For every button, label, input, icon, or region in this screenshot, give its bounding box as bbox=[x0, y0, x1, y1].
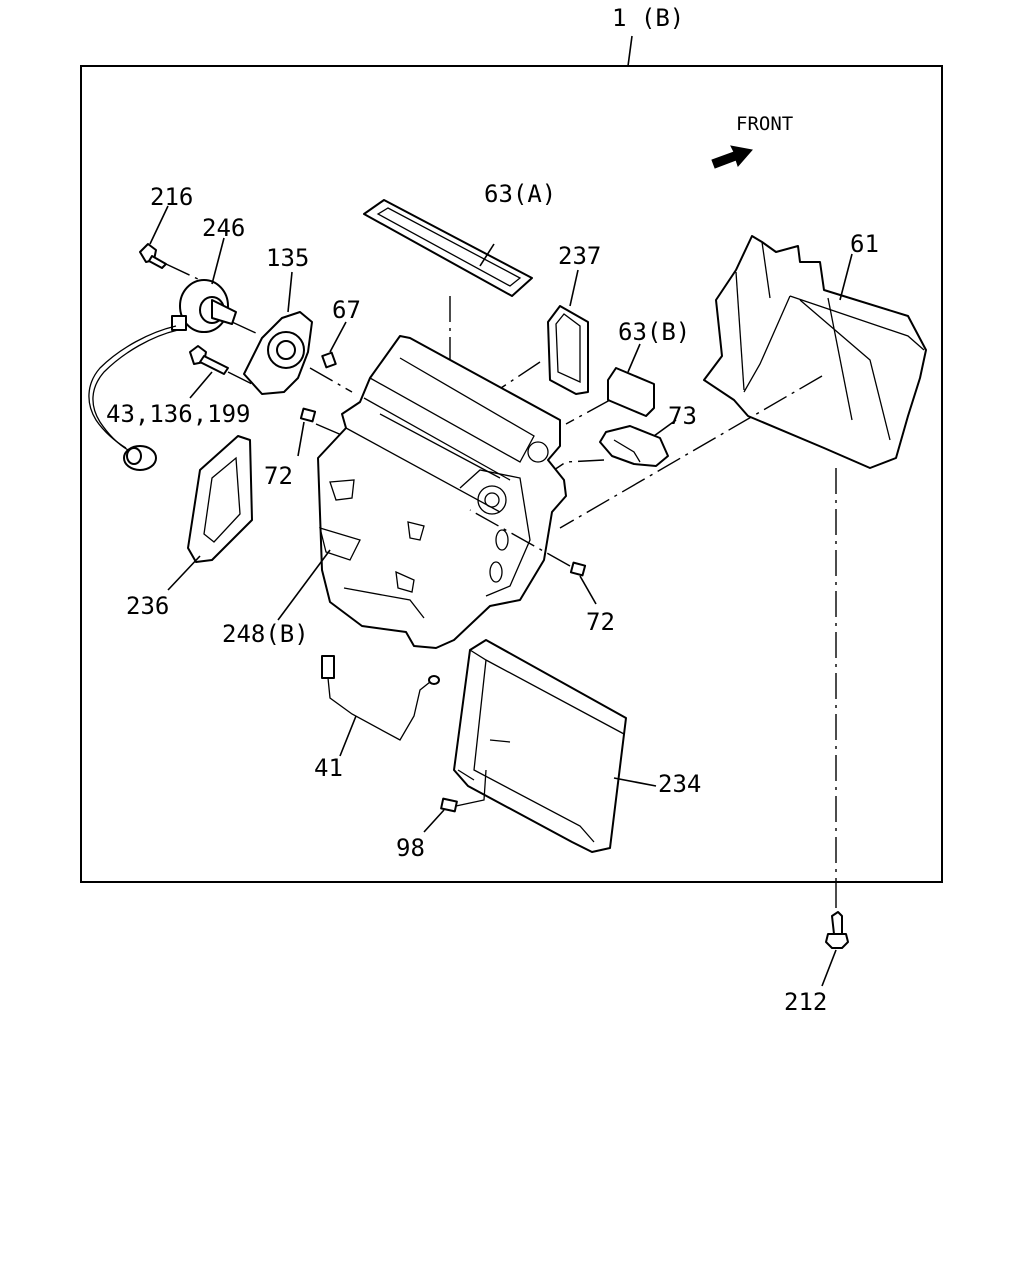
callout-41: 41 bbox=[314, 754, 343, 782]
leader-216 bbox=[149, 205, 169, 245]
case-61-icon bbox=[703, 235, 927, 469]
callout-63a: 63(A) bbox=[484, 180, 556, 208]
callout-246: 246 bbox=[202, 214, 245, 242]
blower-housing-135-icon bbox=[243, 311, 313, 395]
callout-237: 237 bbox=[558, 242, 601, 270]
callout-43-136-199: 43,136,199 bbox=[106, 400, 251, 428]
leader-234 bbox=[613, 777, 657, 787]
callout-212: 212 bbox=[784, 988, 827, 1016]
front-arrow-icon bbox=[711, 145, 753, 169]
gasket-63a-icon bbox=[363, 199, 533, 297]
leader-43 bbox=[189, 371, 213, 399]
screw-216-icon bbox=[139, 243, 167, 269]
leader-72-lower bbox=[579, 575, 597, 605]
callout-248b: 248(B) bbox=[222, 620, 309, 648]
sensor-clip-98-icon bbox=[440, 797, 458, 813]
leader-212 bbox=[821, 949, 837, 987]
evaporator-core-234-icon bbox=[453, 639, 627, 853]
wire-connector-icon bbox=[123, 445, 157, 471]
callout-61: 61 bbox=[850, 230, 879, 258]
leader-63a bbox=[479, 243, 495, 267]
leader-236 bbox=[167, 555, 201, 591]
callout-216: 216 bbox=[150, 183, 193, 211]
clip-72-upper-icon bbox=[299, 407, 317, 423]
callout-135: 135 bbox=[266, 244, 309, 272]
callout-236: 236 bbox=[126, 592, 169, 620]
clip-72-lower-icon bbox=[569, 561, 587, 577]
leader-246 bbox=[211, 237, 225, 285]
motor-wire-harness bbox=[88, 325, 177, 449]
heater-unit-body-icon bbox=[317, 335, 567, 649]
bolt-212-icon bbox=[825, 911, 849, 949]
bolt-43-136-199-icon bbox=[189, 345, 229, 375]
callout-72-lower: 72 bbox=[586, 608, 615, 636]
leader-72-upper bbox=[297, 421, 305, 457]
assembly-leader bbox=[627, 35, 633, 67]
leader-63b bbox=[627, 343, 641, 373]
callout-234: 234 bbox=[658, 770, 701, 798]
sensor-41-icon bbox=[321, 655, 440, 741]
blower-motor-246-icon bbox=[171, 279, 237, 333]
pad-63b-icon bbox=[607, 367, 655, 417]
leader-98 bbox=[423, 809, 445, 833]
leader-248b bbox=[277, 549, 331, 621]
leader-61 bbox=[839, 253, 853, 301]
callout-67: 67 bbox=[332, 296, 361, 324]
assembly-frame bbox=[80, 65, 943, 883]
seal-236-icon bbox=[187, 435, 253, 563]
seal-237-icon bbox=[547, 305, 589, 395]
actuator-73-icon bbox=[599, 425, 669, 467]
assembly-label: 1 (B) bbox=[612, 4, 684, 32]
callout-98: 98 bbox=[396, 834, 425, 862]
callout-72-upper: 72 bbox=[264, 462, 293, 490]
leader-237 bbox=[569, 269, 579, 307]
front-label: FRONT bbox=[736, 113, 793, 135]
callout-73: 73 bbox=[668, 402, 697, 430]
leader-67 bbox=[329, 321, 347, 353]
clip-67-icon bbox=[321, 351, 337, 369]
leader-41 bbox=[339, 715, 357, 757]
callout-63b: 63(B) bbox=[618, 318, 690, 346]
leader-135 bbox=[287, 271, 293, 313]
leader-73 bbox=[653, 419, 677, 437]
